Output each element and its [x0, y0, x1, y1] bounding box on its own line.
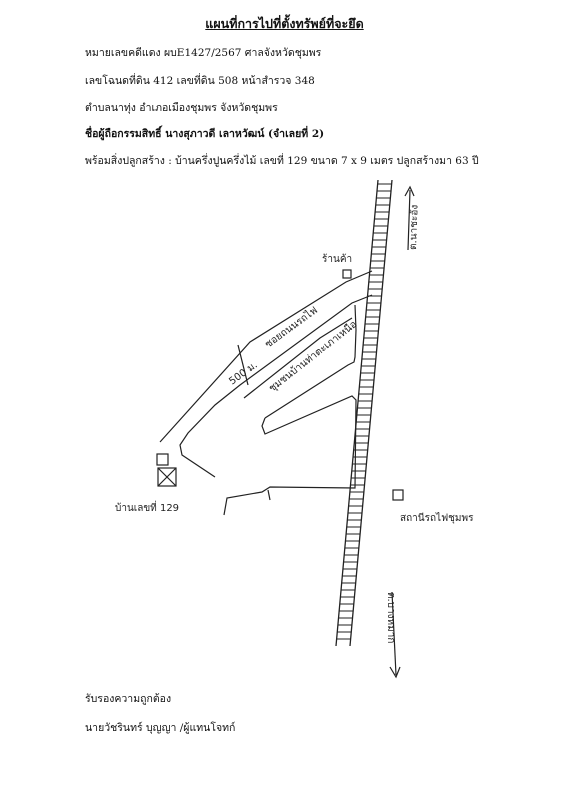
- north-arrow: [404, 185, 415, 251]
- document-title: แผนที่การไปที่ตั้งทรัพย์ที่จะยึด: [205, 16, 364, 31]
- shop-marker: [342, 269, 352, 279]
- signer-text: นายวัชรินทร์ บุญญา /ผู้แทนโจทก์: [85, 722, 236, 734]
- station-marker: [392, 489, 404, 501]
- station-label: สถานีรถไฟชุมพร: [400, 512, 474, 524]
- owner-line: ชื่อผู้ถือกรรมสิทธิ์ นางสุภาวดี เลาหวัฒน…: [85, 128, 325, 140]
- location-line: ตำบลนาทุ่ง อำเภอเมืองชุมพร จังหวัดชุมพร: [85, 102, 278, 114]
- house-label: บ้านเลขที่ 129: [115, 500, 179, 514]
- house-marker: [156, 453, 177, 487]
- building-line: พร้อมสิ่งปลูกสร้าง : บ้านครึ่งปูนครึ่งไม…: [85, 155, 479, 167]
- deed-number-line: เลขโฉนดที่ดิน 412 เลขที่ดิน 508 หน้าสำรว…: [85, 75, 315, 87]
- alley-label: ซอยถนนรถไฟ: [263, 304, 320, 350]
- case-number-line: หมายเลขคดีแดง ผบE1427/2567 ศาลจังหวัดชุม…: [85, 47, 322, 59]
- shop-label: ร้านค้า: [322, 253, 352, 265]
- south-label: ต.บางหมาก: [385, 592, 396, 643]
- certify-text: รับรองความถูกต้อง: [85, 693, 172, 705]
- community-block: [223, 304, 357, 516]
- railway-track: [335, 179, 393, 647]
- south-arrow: [389, 591, 401, 679]
- north-label: ต.นาชะอัง: [408, 204, 421, 250]
- alley-road: [159, 270, 373, 478]
